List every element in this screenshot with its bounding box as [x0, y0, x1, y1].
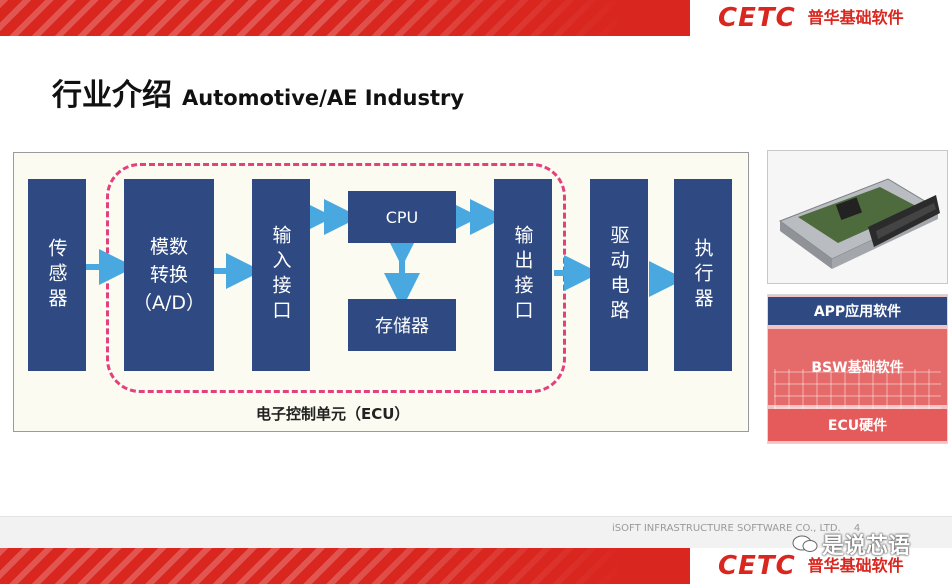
- header-logo: CETC 普华基础软件: [690, 0, 952, 36]
- sensor-block: 传感器: [28, 179, 86, 371]
- software-stack: APP应用软件 BSW基础软件 ECU硬件: [767, 294, 948, 444]
- app-layer-label: APP应用软件: [813, 304, 902, 320]
- footer-logo: CETC 普华基础软件: [690, 548, 952, 584]
- company-name: 普华基础软件: [807, 8, 904, 27]
- company-name-footer: 普华基础软件: [807, 556, 904, 575]
- chat-bubble-icon: [792, 535, 818, 552]
- ecu-block-diagram: 传感器 模数 转换 （A/D） 输入接口 CPU 存储器 输出接口 驱动电路 执…: [13, 152, 749, 432]
- adc-label-line1: 模数: [149, 236, 188, 258]
- cetc-logo-mark: CETC: [718, 3, 796, 33]
- ecu-hardware-layer: ECU硬件: [768, 409, 947, 441]
- ecu-hardware-label: ECU硬件: [827, 418, 888, 434]
- sensor-label: 传感器: [45, 237, 68, 313]
- footer-company-text: iSOFT INFRASTRUCTURE SOFTWARE CO., LTD. …: [612, 523, 861, 534]
- actuator-label: 执行器: [691, 237, 714, 313]
- output-port-label: 输出接口: [511, 225, 534, 325]
- memory-label: 存储器: [375, 316, 429, 337]
- ecu-photo: [767, 150, 948, 284]
- title-chinese: 行业介绍: [52, 78, 172, 113]
- cetc-logo-mark-footer: CETC: [718, 551, 796, 581]
- bsw-layer-label: BSW基础软件: [811, 360, 904, 376]
- actuator-block: 执行器: [674, 179, 732, 371]
- adc-block: 模数 转换 （A/D）: [124, 179, 214, 371]
- app-layer: APP应用软件: [768, 297, 947, 325]
- adc-label-line2: 转换: [149, 264, 188, 286]
- ecu-label: 电子控制单元（ECU）: [256, 405, 410, 423]
- driver-label: 驱动电路: [607, 225, 630, 325]
- cpu-label: CPU: [385, 207, 419, 227]
- ecu-module-image: [778, 178, 940, 269]
- driver-block: 驱动电路: [590, 179, 648, 371]
- page-title: 行业介绍 Automotive/AE Industry: [52, 70, 464, 114]
- input-port-label: 输入接口: [269, 225, 292, 325]
- output-port-block: 输出接口: [494, 179, 552, 371]
- footer-band: CETC 普华基础软件: [0, 548, 952, 584]
- watermark: 是说芯语: [792, 528, 910, 560]
- flow-arrows: [86, 199, 685, 309]
- bsw-layer: BSW基础软件: [768, 329, 947, 433]
- memory-block: 存储器: [348, 299, 456, 351]
- page-number: 4: [853, 523, 861, 534]
- input-port-block: 输入接口: [252, 179, 310, 371]
- header-band: CETC 普华基础软件: [0, 0, 952, 36]
- cpu-block: CPU: [348, 191, 456, 243]
- adc-label-line3: （A/D）: [132, 292, 206, 314]
- watermark-text: 是说芯语: [822, 534, 911, 559]
- title-english: Automotive/AE Industry: [182, 86, 465, 110]
